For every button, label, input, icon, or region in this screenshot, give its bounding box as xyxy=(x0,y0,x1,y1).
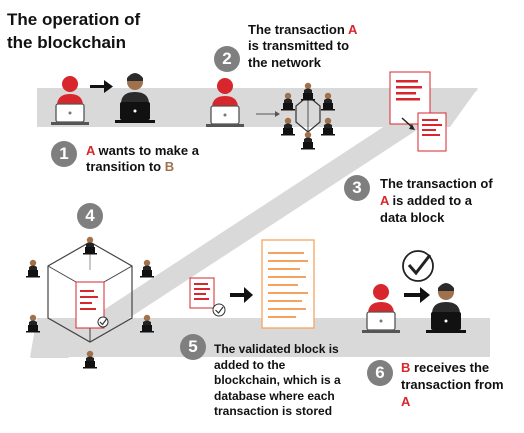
arrow-icon xyxy=(90,80,113,93)
step-2-text: The transaction A is transmitted to the … xyxy=(248,22,358,70)
step-5-text: The validated block is added to the bloc… xyxy=(214,342,341,419)
checkmark-circle-icon xyxy=(402,250,434,282)
step-1-badge: 1 xyxy=(51,141,77,167)
person-b-icon-final xyxy=(426,283,466,333)
step-1-text: A wants to make a transition to B xyxy=(86,143,199,175)
step-4-badge: 4 xyxy=(77,203,103,229)
step-5-badge: 5 xyxy=(180,334,206,360)
step-6-text: B receives the transaction from A xyxy=(401,360,504,409)
step-2-badge: 2 xyxy=(214,46,240,72)
person-a-icon-final xyxy=(361,283,401,334)
page-title: The operation of the blockchain xyxy=(7,10,141,52)
process-band-diagonal xyxy=(30,90,478,358)
step-3-badge: 3 xyxy=(344,175,370,201)
network-hexagon-icon xyxy=(281,82,335,150)
thin-arrow-icon xyxy=(256,111,280,117)
step-6-badge: 6 xyxy=(367,360,393,386)
step-3-text: The transaction of A is added to a data … xyxy=(380,176,493,225)
validated-block-icon xyxy=(189,239,315,329)
data-block-document-icon xyxy=(389,71,447,152)
blockchain-cube-icon xyxy=(26,236,154,369)
arrow-icon-final xyxy=(404,287,430,303)
